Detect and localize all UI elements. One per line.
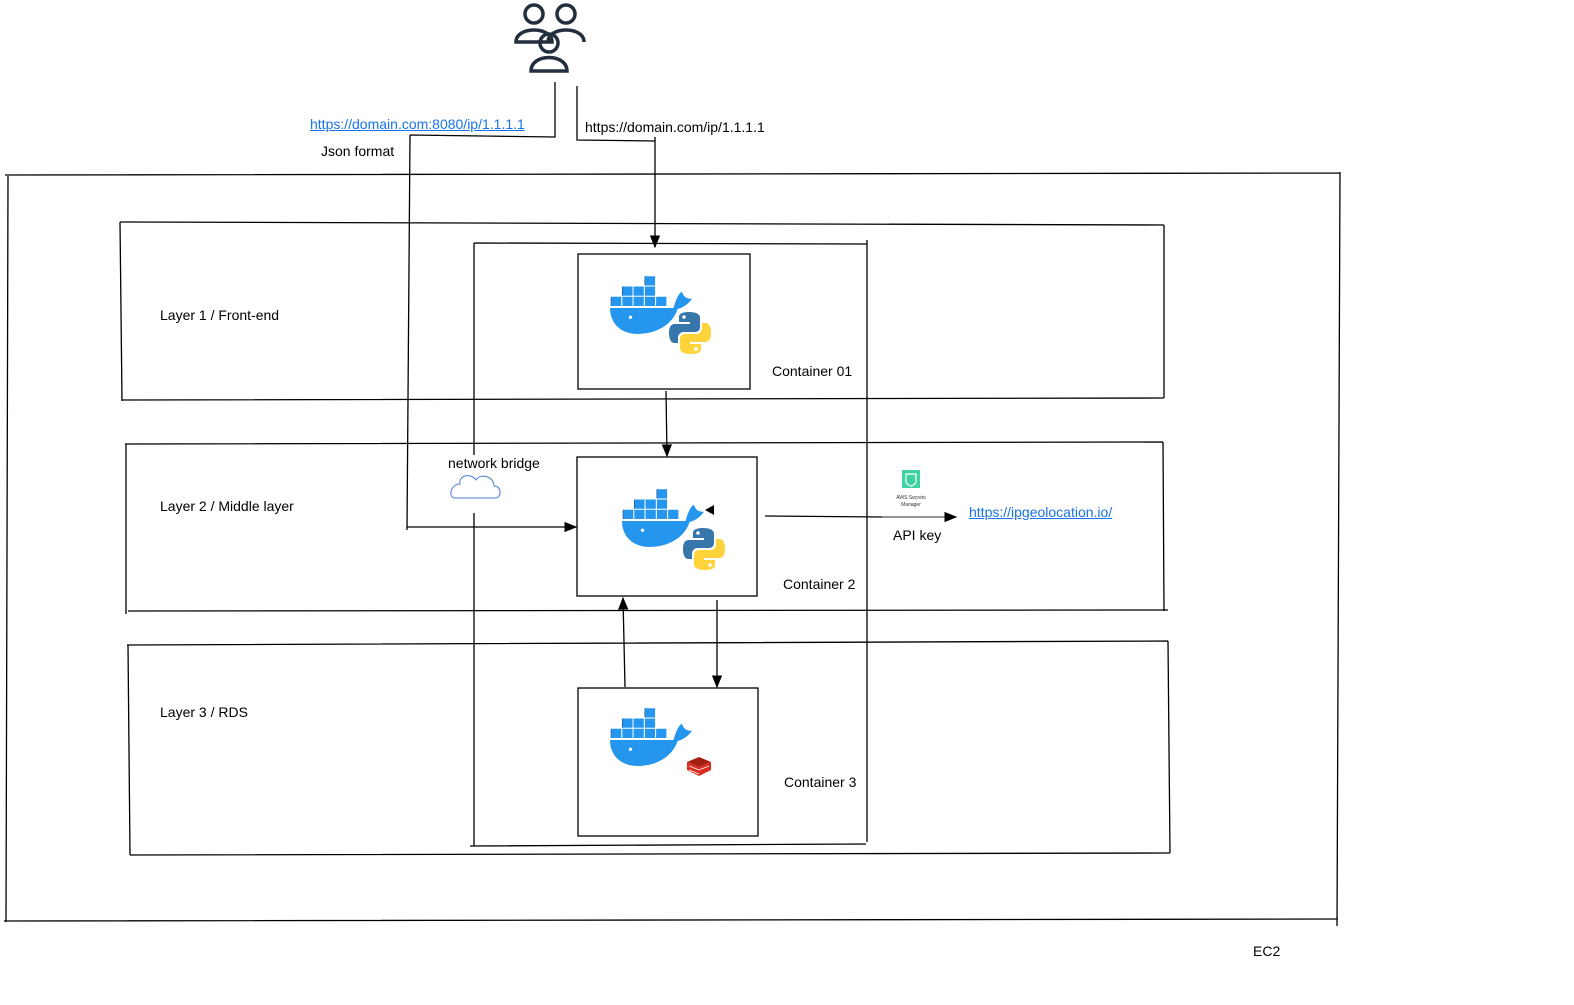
container-3-label: Container 3	[784, 774, 857, 790]
docker-icon	[622, 489, 704, 548]
api-endpoint-link[interactable]: https://domain.com:8080/ip/1.1.1.1	[310, 116, 525, 132]
docker-icon	[610, 708, 692, 767]
users-icon	[514, 3, 586, 73]
container-2-label: Container 2	[783, 576, 856, 592]
redis-icon	[687, 757, 711, 776]
network-bridge-label: network bridge	[448, 455, 540, 471]
layer-2-label: Layer 2 / Middle layer	[160, 498, 294, 514]
python-icon	[683, 528, 725, 570]
layer-3-label: Layer 3 / RDS	[160, 704, 248, 720]
aws-secrets-label: AWS Secrets Manager	[896, 495, 926, 508]
python-icon	[669, 312, 711, 354]
api-key-label: API key	[893, 527, 942, 543]
layer-1-label: Layer 1 / Front-end	[160, 307, 280, 323]
web-url-label: https://domain.com/ip/1.1.1.1	[585, 119, 765, 135]
cloud-icon	[450, 475, 501, 499]
container-1-label: Container 01	[772, 363, 853, 379]
aws-secrets-manager-icon	[902, 470, 920, 488]
api-format-label: Json format	[321, 143, 395, 159]
ec2-label: EC2	[1253, 943, 1281, 959]
ipgeolocation-link[interactable]: https://ipgeolocation.io/	[969, 504, 1113, 520]
